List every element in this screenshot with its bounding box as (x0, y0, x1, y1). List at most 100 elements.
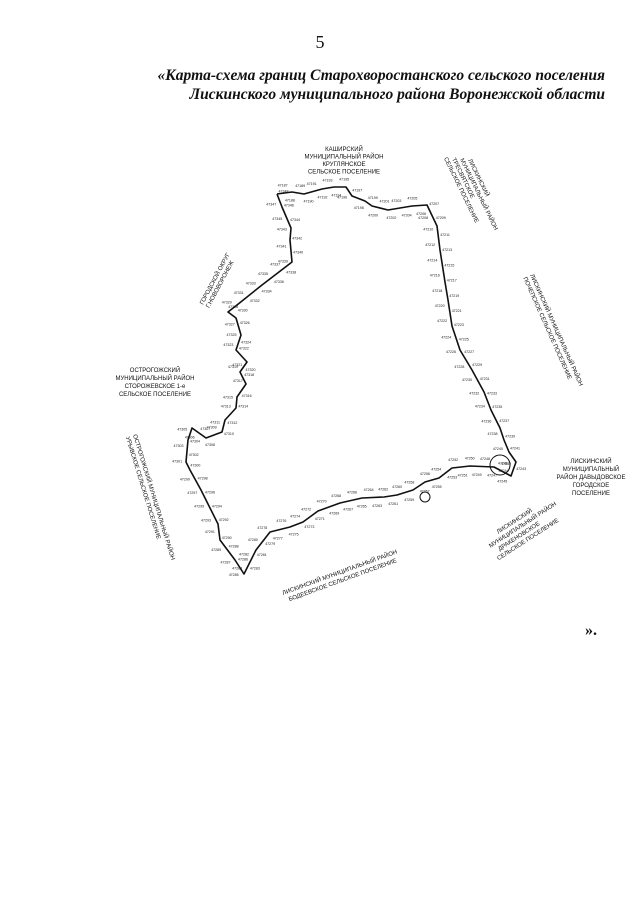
point-number-label: 47230 (462, 378, 472, 382)
point-number-label: 47232 (469, 391, 479, 395)
point-number-label: 47202 (386, 216, 396, 220)
point-number-label: 47348 (279, 190, 289, 194)
label-liski-davydovskoe: ЛИСКИНСКИЙ МУНИЦИПАЛЬНЫЙ РАЙОН ДАВЫДОВСК… (557, 457, 626, 497)
point-number-label: 47281 (257, 553, 267, 557)
label-kashirsky-line-1: КАШИРСКИЙ (325, 145, 363, 153)
point-number-label: 47216 (430, 274, 440, 278)
label-uryv-line-1: ОСТРОГОЖСКИЙ МУНИЦИПАЛЬНЫЙ РАЙОН (131, 433, 177, 561)
point-number-label: 47274 (290, 515, 300, 519)
point-number-label: 47324 (241, 341, 251, 345)
point-number-label: 47253 (447, 476, 457, 480)
point-number-label: 47336 (274, 280, 284, 284)
point-number-label: 47265 (357, 505, 367, 509)
point-number-label: 47206 (416, 212, 426, 216)
point-number-label: 47192 (318, 195, 328, 199)
point-number-label: 47343 (277, 228, 287, 232)
point-number-label: 47203 (391, 199, 401, 203)
point-number-label: 47204 (402, 213, 412, 217)
point-number-label: 47314 (238, 405, 248, 409)
label-kashirsky-line-3: КРУГЛЯНСКОЕ (322, 162, 365, 168)
point-number-label: 47319 (228, 365, 238, 369)
point-number-label: 47345 (272, 217, 282, 221)
point-number-label: 47275 (289, 532, 299, 536)
point-number-label: 47247 (487, 474, 497, 478)
label-liski-bodeevskoe: ЛИСКИНСКИЙ МУНИЦИПАЛЬНЫЙ РАЙОН БОДЕЕВСКО… (281, 548, 398, 603)
point-number-label: 47237 (499, 419, 509, 423)
point-number-label: 47313 (221, 405, 231, 409)
point-number-label: 47224 (441, 335, 451, 339)
point-number-label: 47188 (285, 198, 295, 202)
point-number-label: 47200 (368, 213, 378, 217)
point-number-label: 47215 (444, 263, 454, 267)
point-number-label: 47284 (232, 566, 242, 570)
point-number-label: 47292 (219, 518, 229, 522)
label-storozh-line-2: МУНИЦИПАЛЬНЫЙ РАЙОН (115, 374, 194, 382)
point-number-label: 47233 (487, 392, 497, 396)
point-number-label: 47303 (174, 444, 184, 448)
point-number-label: 47326 (240, 321, 250, 325)
point-number-label: 47340 (293, 251, 303, 255)
point-number-label: 47263 (372, 504, 382, 508)
point-number-label: 47262 (378, 487, 388, 491)
label-kashirsky: КАШИРСКИЙ МУНИЦИПАЛЬНЫЙ РАЙОН КРУГЛЯНСКО… (304, 145, 383, 176)
point-number-label: 47256 (420, 472, 430, 476)
point-number-label: 47236 (481, 419, 491, 423)
point-number-label: 47264 (364, 488, 374, 492)
point-number-label: 47243 (516, 467, 526, 471)
point-number-label: 47328 (228, 305, 238, 309)
point-number-label: 47209 (436, 216, 446, 220)
point-number-label: 47344 (290, 218, 300, 222)
point-number-label: 47207 (429, 202, 439, 206)
point-number-label: 47196 (337, 196, 347, 200)
page-number: 5 (315, 32, 325, 52)
point-number-label: 47337 (270, 263, 280, 267)
point-number-label: 47272 (301, 508, 311, 512)
point-number-label: 47239 (505, 434, 515, 438)
point-number-label: 47311 (210, 421, 220, 425)
point-number-label: 47332 (250, 299, 260, 303)
point-number-label: 47338 (286, 271, 296, 275)
point-number-label: 47288 (229, 545, 239, 549)
label-bodeevskoe-line-2: БОДЕЕВСКОЕ СЕЛЬСКОЕ ПОСЕЛЕНИЕ (288, 558, 398, 603)
point-number-label: 47279 (265, 542, 275, 546)
point-number-label: 47285 (229, 573, 239, 577)
point-number-label: 47289 (211, 548, 221, 552)
point-number-label: 47296 (205, 491, 215, 495)
point-number-label: 47194 (331, 194, 341, 198)
point-number-label: 47231 (480, 377, 490, 381)
point-number-label: 47334 (262, 289, 272, 293)
point-number-label: 47294 (212, 504, 222, 508)
point-number-label: 47305 (177, 427, 187, 431)
point-number-label: 47335 (258, 272, 268, 276)
point-number-label: 47259 (404, 498, 414, 502)
title-line-2: Лискинского муниципального района Вороне… (189, 86, 605, 103)
point-number-label: 47252 (448, 458, 458, 462)
point-number-label: 47229 (472, 363, 482, 367)
boundary-layer (185, 186, 517, 575)
point-number-label: 47190 (304, 199, 314, 203)
point-number-label: 47240 (493, 447, 503, 451)
label-davydovskoe-line-1: ЛИСКИНСКИЙ (570, 457, 611, 465)
point-number-label: 47322 (239, 346, 249, 350)
point-number-label: 47342 (292, 237, 302, 241)
point-number-label: 47227 (464, 350, 474, 354)
label-storozh-line-1: ОСТРОГОЖСКИЙ (130, 366, 180, 374)
point-number-label: 47208 (418, 216, 428, 220)
point-number-label: 47238 (488, 432, 498, 436)
point-number-label: 47283 (250, 567, 260, 571)
point-number-label: 47218 (432, 289, 442, 293)
point-number-label: 47248 (480, 457, 490, 461)
point-number-label: 47282 (239, 553, 249, 557)
point-number-label: 47300 (190, 463, 200, 467)
point-number-label: 47347 (266, 203, 276, 207)
point-number-label: 47309 (207, 426, 217, 430)
label-ostrogozhsky-uryv: ОСТРОГОЖСКИЙ МУНИЦИПАЛЬНЫЙ РАЙОН УРЫВСКО… (124, 433, 177, 561)
point-number-label: 47321 (232, 363, 242, 367)
point-number-label: 47308 (205, 443, 215, 447)
label-gorodskoy-okrug: ГОРОДСКОЙ ОКРУГ Г.НОВОВОРОНЕЖ (198, 251, 236, 310)
point-number-label: 47251 (458, 473, 468, 477)
point-number-label: 47257 (420, 490, 430, 494)
point-number-label: 47260 (392, 485, 402, 489)
point-number-label: 47327 (225, 323, 235, 327)
